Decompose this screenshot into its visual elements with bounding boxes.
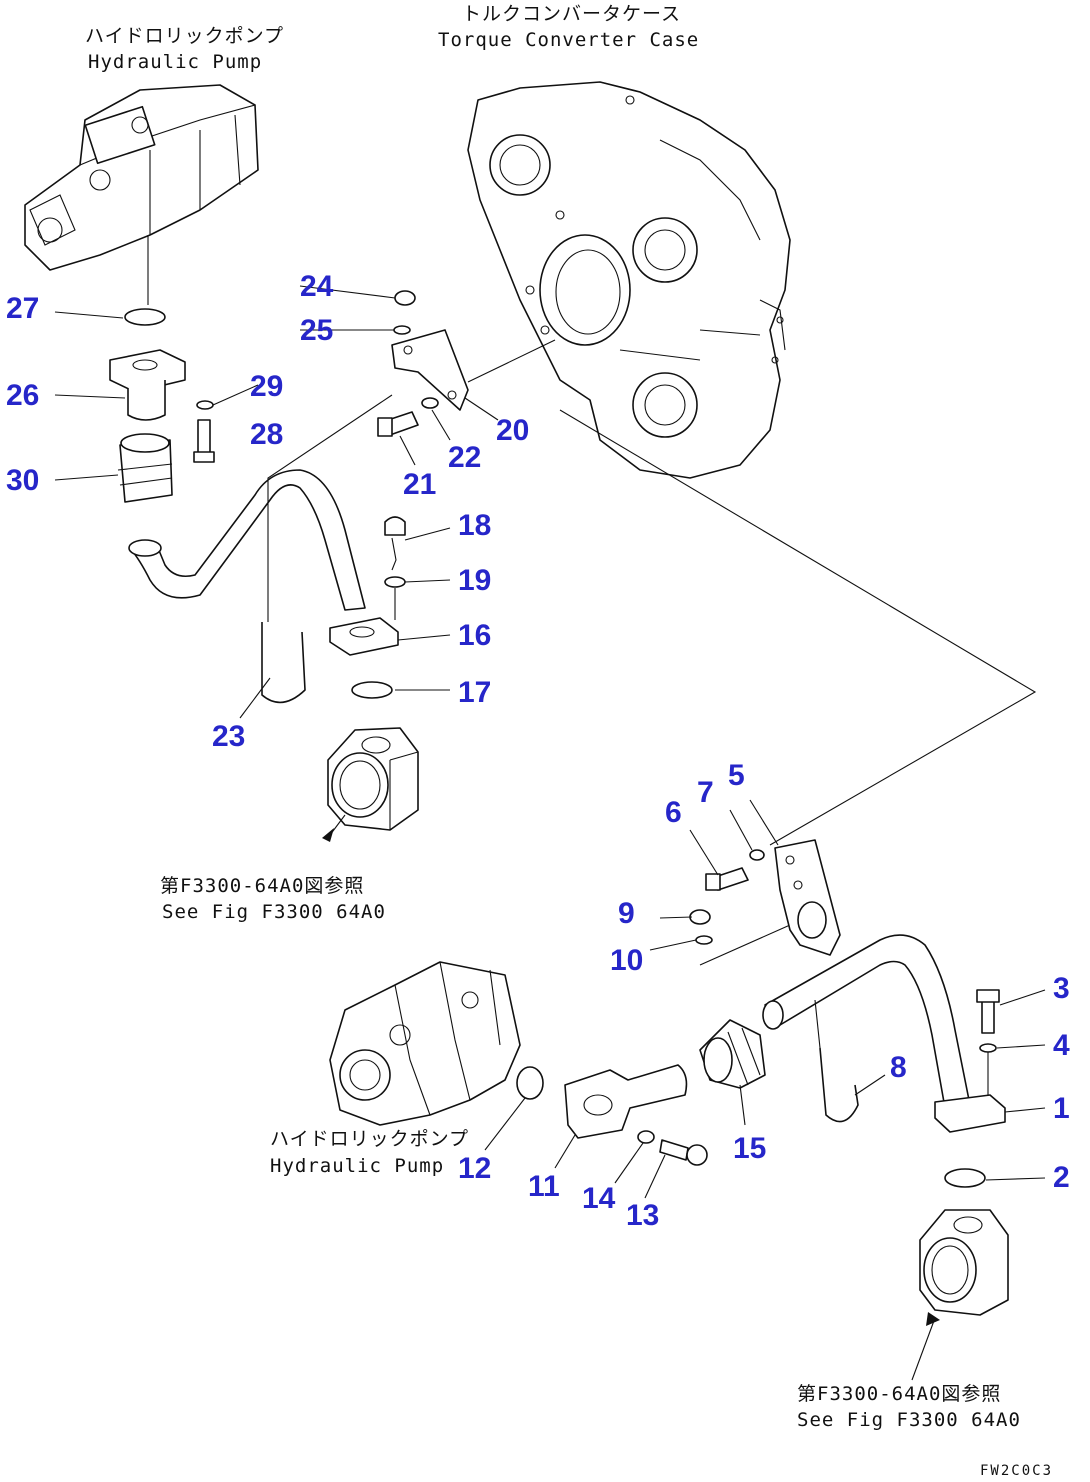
callout-10: 10 [610, 944, 643, 977]
bolt-3 [976, 989, 1000, 1034]
callout-22: 22 [448, 441, 481, 474]
o-ring-27 [124, 308, 166, 326]
pump-bottom-caption-jp: ハイドロリックポンプ [270, 1128, 469, 1150]
bolt-28 [193, 419, 215, 463]
hose-clamp-15 [699, 1019, 766, 1089]
pump-port-block-bottom [911, 1209, 1009, 1381]
pump-top-caption-en: Hydraulic Pump [88, 51, 262, 73]
callout-6: 6 [665, 796, 682, 829]
callout-24: 24 [300, 270, 334, 303]
callout-8: 8 [890, 1051, 907, 1084]
washer-22 [421, 397, 439, 409]
see-fig-bottom-jp: 第F3300-64A0図参照 [797, 1383, 1001, 1405]
washer-14 [637, 1130, 655, 1144]
callout-21: 21 [403, 468, 436, 501]
callout-3: 3 [1053, 972, 1070, 1005]
drawing-code: FW2C0C3 [980, 1463, 1053, 1479]
suction-pipe-lower [762, 934, 971, 1109]
leader-lines [54, 285, 1046, 1199]
tc-case-caption-en: Torque Converter Case [438, 29, 699, 51]
suction-pipe-upper [128, 469, 366, 611]
u-bolt-23 [261, 488, 306, 704]
see-fig-bottom-en: See Fig F3300 64A0 [797, 1409, 1021, 1431]
hydraulic-pump-top [24, 84, 259, 305]
o-ring-12 [516, 1066, 544, 1100]
flange-1 [934, 1094, 1006, 1133]
callout-28: 28 [250, 418, 283, 451]
pump-top-caption-jp: ハイドロリックポンプ [85, 25, 284, 47]
torque-converter-case [467, 81, 791, 479]
callout-1: 1 [1053, 1092, 1070, 1125]
callout-2: 2 [1053, 1161, 1070, 1194]
hose-clamp-30 [117, 433, 173, 503]
callout-27: 27 [6, 292, 39, 325]
callout-11: 11 [528, 1170, 560, 1203]
nut-9 [689, 909, 711, 925]
washer-10 [695, 935, 713, 945]
bracket-20 [391, 329, 469, 411]
callout-16: 16 [458, 619, 491, 652]
callout-15: 15 [733, 1132, 766, 1165]
washer-4 [979, 1043, 997, 1053]
callout-30: 30 [6, 464, 39, 497]
elbow-11 [564, 1064, 688, 1139]
callout-26: 26 [6, 379, 39, 412]
callout-4: 4 [1053, 1029, 1070, 1062]
hydraulic-pump-bottom [329, 961, 521, 1126]
bolt-18 [384, 516, 406, 571]
o-ring-2 [944, 1168, 986, 1188]
washer-25 [393, 325, 411, 335]
see-fig-mid-en: See Fig F3300 64A0 [162, 901, 386, 923]
callout-20: 20 [496, 414, 529, 447]
bolt-21 [377, 411, 419, 437]
callout-23: 23 [212, 720, 245, 753]
nut-24 [394, 290, 416, 306]
bracket-5 [774, 839, 841, 956]
tc-case-caption-jp: トルクコンバータケース [462, 3, 681, 25]
callout-7: 7 [697, 776, 714, 809]
flange-16 [329, 617, 399, 656]
callout-9: 9 [618, 897, 635, 930]
callout-25: 25 [300, 314, 333, 347]
washer-29 [196, 400, 214, 410]
callout-17: 17 [458, 676, 491, 709]
pump-bottom-caption-en: Hydraulic Pump [270, 1155, 444, 1177]
callout-12: 12 [458, 1152, 491, 1185]
callout-19: 19 [458, 564, 491, 597]
see-fig-mid-jp: 第F3300-64A0図参照 [160, 875, 364, 897]
bolt-13 [659, 1139, 708, 1166]
pump-port-block-mid [322, 727, 419, 842]
washer-19 [384, 576, 406, 588]
washer-7 [749, 849, 765, 861]
callout-29: 29 [250, 370, 283, 403]
callout-18: 18 [458, 509, 491, 542]
o-ring-17 [351, 681, 393, 699]
callout-13: 13 [626, 1199, 659, 1232]
bolt-6 [705, 867, 749, 891]
flange-26 [109, 349, 186, 421]
u-bolt-8 [814, 999, 859, 1123]
callout-14: 14 [582, 1182, 616, 1215]
callout-5: 5 [728, 759, 745, 792]
